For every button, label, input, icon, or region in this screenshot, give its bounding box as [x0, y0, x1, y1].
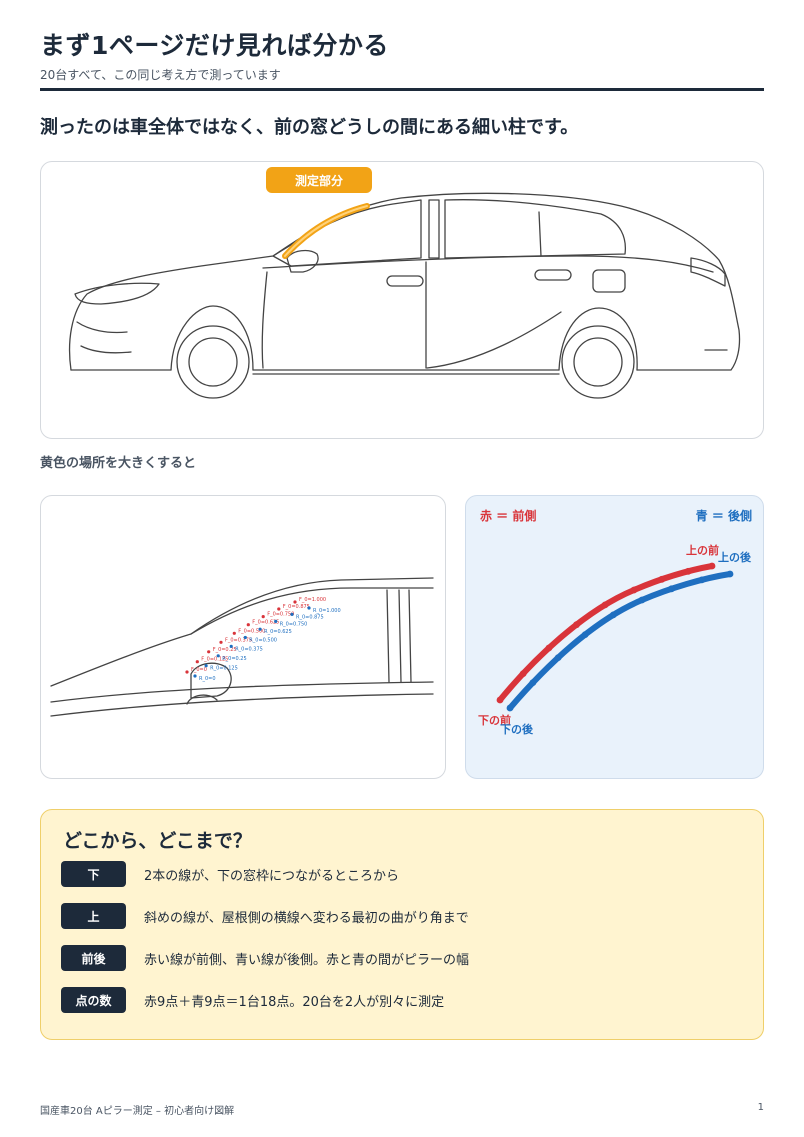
zoom-rear-point	[258, 627, 262, 631]
info-row-point-count: 点の数 赤9点＋青9点＝1台18点。20台を2人が別々に測定	[61, 986, 444, 1014]
diagram-rear-point	[554, 654, 562, 661]
diagram-front-point	[708, 562, 716, 570]
zoom-rear-point	[216, 654, 220, 658]
zoom-rear-point	[204, 664, 208, 668]
diagram-rear-point	[726, 570, 734, 578]
legend-rear-blue: 青 ＝ 後側	[695, 509, 752, 523]
zoom-front-point-label: F_0=1.000	[299, 597, 326, 603]
diagram-front-point	[684, 567, 692, 575]
info-tag-front-rear: 前後	[61, 945, 126, 971]
legend-front-red: 赤 ＝ 前側	[480, 509, 537, 523]
zoom-front-point-label: F_0=0.375	[225, 637, 252, 643]
zoom-front-point	[246, 623, 250, 627]
zoom-rear-point-label: R_0=1.000	[313, 608, 341, 614]
diagram-front-point	[496, 696, 504, 704]
zoom-caption: 黄色の場所を大きくすると	[40, 456, 197, 471]
zoom-front-point-label: F_0=0	[191, 667, 207, 673]
zoom-front-point	[195, 660, 199, 664]
info-text-point-count: 赤9点＋青9点＝1台18点。20台を2人が別々に測定	[144, 994, 445, 1010]
car-illustration-card	[40, 161, 764, 439]
zoom-rear-point	[307, 606, 311, 610]
zoom-rear-point-label: R_0=0	[199, 676, 216, 682]
zoomed-pillar-illustration: F_0=0 F_0=0.125 F_0=0.25 F_0=0.375 F_0=0.500…	[50, 577, 434, 717]
car-side-view-illustration	[68, 192, 741, 399]
zoom-rear-point	[193, 674, 197, 678]
zoom-front-point-label: F_0=0.125	[201, 657, 228, 663]
diagram-front-point	[519, 670, 527, 677]
info-row-front-rear: 前後 赤い線が前側、青い線が後側。赤と青の間がピラーの幅	[61, 944, 469, 972]
bottom-rear-label: 下の後	[500, 722, 534, 736]
info-text-bottom: 2本の線が、下の窓枠につながるところから	[144, 868, 400, 884]
front-rear-lines-diagram: 上の前 上の後 下の前 下の後	[478, 543, 752, 736]
measurement-area-tag: 測定部分	[266, 167, 372, 193]
page-subtitle: 20台すべて、この同じ考え方で測っています	[40, 68, 281, 82]
info-tag-bottom: 下	[61, 861, 126, 887]
zoom-rear-point	[290, 612, 294, 616]
diagram-rear-point	[529, 679, 537, 686]
info-tag-top: 上	[61, 903, 126, 929]
zoom-front-point	[185, 670, 189, 674]
zoom-rear-point-label: R_0=0.750	[280, 621, 308, 627]
zoom-rear-point-label: R_0=0.125	[210, 666, 238, 672]
zoom-rear-point-label: R_0=0.500	[249, 638, 277, 644]
lead-statement: 測ったのは車全体ではなく、前の窓どうしの間にある細い柱です。	[40, 117, 579, 138]
zoom-front-point-label: F_0=0.875	[283, 604, 310, 610]
diagram-rear-point	[638, 596, 646, 604]
top-front-label: 上の前	[686, 543, 719, 557]
page-title: まず1ページだけ見れば分かる	[40, 31, 389, 60]
diagram-rear-point	[698, 576, 706, 584]
zoom-rear-point	[243, 635, 247, 640]
zoom-front-point	[277, 607, 281, 611]
zoom-rear-point	[274, 619, 278, 623]
footer-text: 国産車20台 Aピラー測定 – 初心者向け図解	[40, 1106, 235, 1117]
top-rear-label: 上の後	[718, 550, 752, 564]
zoom-front-point	[219, 640, 223, 644]
diagram-front-point	[545, 644, 553, 652]
zoom-rear-point-label: R_0=0.875	[296, 614, 324, 620]
diagram-front-point	[630, 586, 638, 594]
zoom-front-point-label: F_0=0.750	[267, 612, 294, 618]
zoom-front-point	[207, 650, 211, 654]
bottom-front-label: 下の前	[478, 713, 511, 727]
zoom-rear-point	[229, 644, 233, 648]
info-text-front-rear: 赤い線が前側、青い線が後側。赤と青の間がピラーの幅	[144, 952, 470, 968]
info-title: どこから、どこまで？	[63, 830, 252, 852]
diagram-rear-point	[668, 585, 675, 593]
diagram-rear-point	[581, 631, 589, 638]
diagram-front-point	[601, 601, 609, 609]
header-divider	[40, 88, 764, 91]
zoomed-pillar-card: F_0=0 F_0=0.125 F_0=0.25 F_0=0.375 F_0=0.500…	[40, 495, 446, 779]
zoom-front-point-label: F_0=0.625	[252, 620, 279, 626]
diagram-rear-point	[506, 704, 514, 712]
info-row-bottom: 下 2本の線が、下の窓枠につながるところから	[61, 860, 399, 888]
diagram-front-point	[573, 621, 580, 629]
zoom-front-point-label: F_0=0.25	[213, 647, 237, 653]
zoom-rear-point-label: R_0=0.25	[222, 656, 246, 662]
diagram-front-point	[658, 575, 666, 583]
diagram-rear-point	[609, 611, 617, 619]
front-rear-diagram-card: 上の前 上の後 下の前 下の後	[465, 495, 764, 779]
zoom-front-point	[232, 631, 236, 635]
page-number: 1	[757, 1102, 764, 1113]
info-tag-point-count: 点の数	[61, 987, 126, 1013]
range-info-box: どこから、どこまで？ 下 2本の線が、下の窓枠につながるところから 上 斜めの線…	[40, 809, 764, 1040]
info-text-top: 斜めの線が、屋根側の横線へ変わる最初の曲がり角まで	[144, 910, 469, 926]
info-row-top: 上 斜めの線が、屋根側の横線へ変わる最初の曲がり角まで	[61, 902, 469, 930]
zoom-rear-point-label: R_0=0.375	[235, 646, 263, 652]
zoom-front-point	[261, 615, 265, 619]
zoom-front-point-label: F_0=0.500	[238, 628, 265, 634]
zoom-rear-point-label: R_0=0.625	[264, 629, 292, 635]
zoom-front-point	[293, 600, 297, 604]
